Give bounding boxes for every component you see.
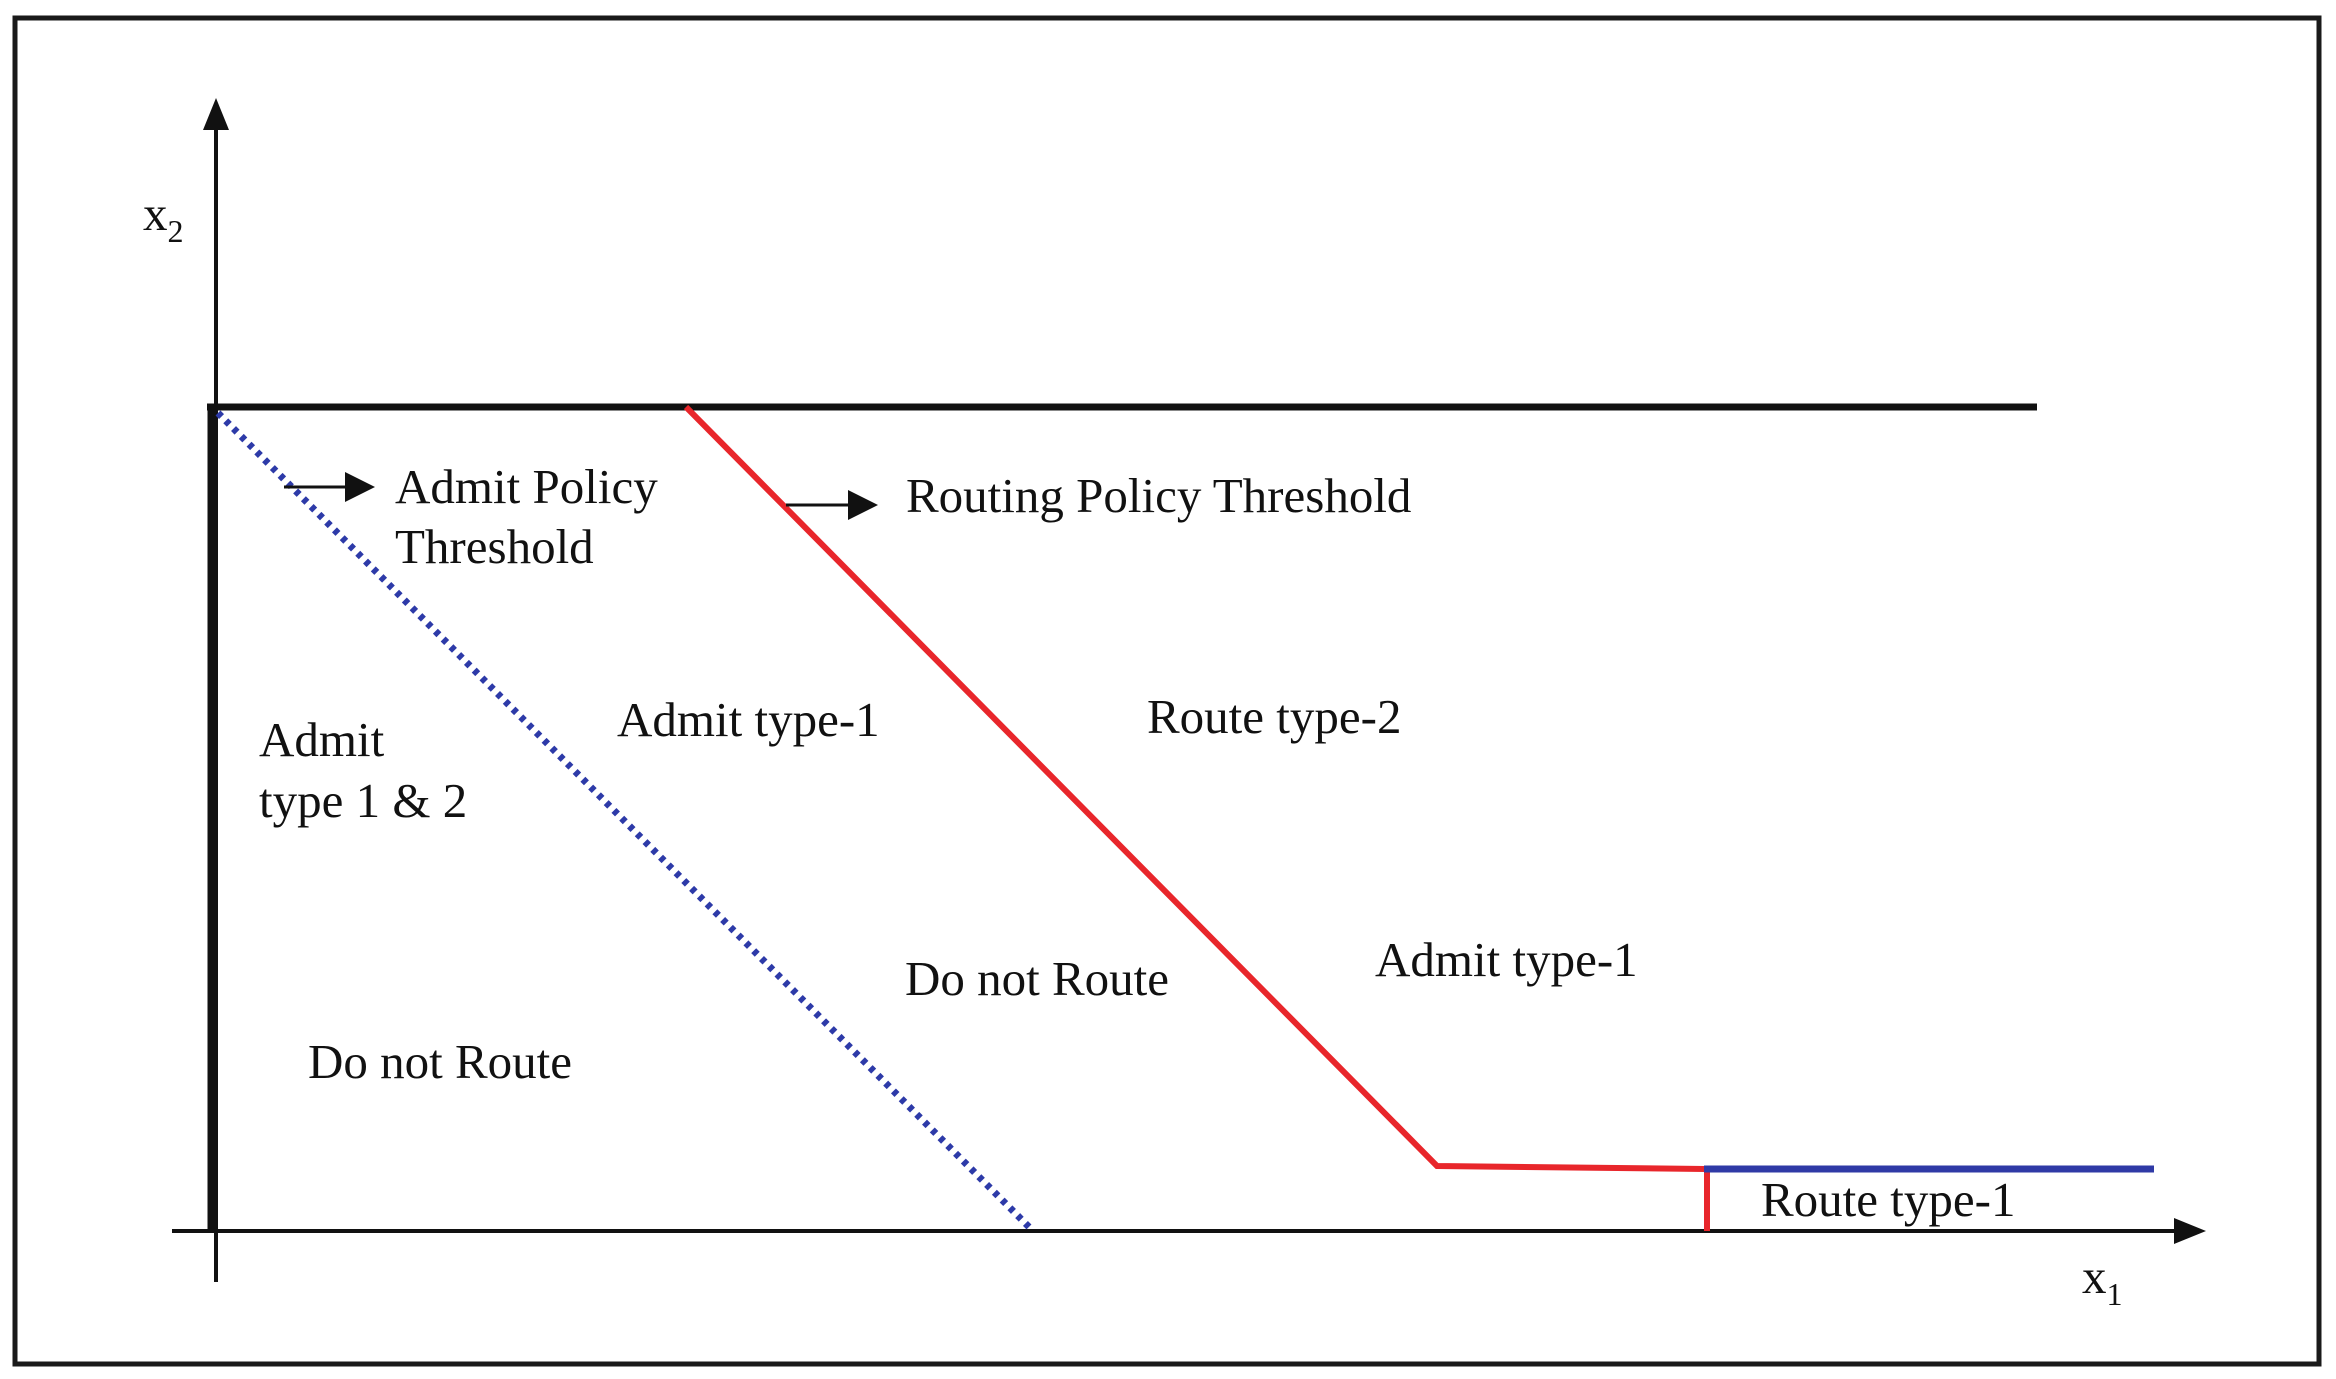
admit-policy-label-line2: Threshold [395, 519, 594, 574]
figure-frame [12, 15, 2322, 1367]
region-admit-type1-lower: Admit type-1 [1375, 932, 1638, 987]
x-axis-label: x1 [2082, 1249, 2123, 1312]
admit-policy-threshold-line [215, 410, 1033, 1231]
routing-policy-threshold-line [683, 404, 1706, 1172]
routing-policy-label: Routing Policy Threshold [906, 468, 1411, 523]
admit-policy-label-line1: Admit Policy [395, 459, 658, 514]
region-route-type2: Route type-2 [1147, 689, 1401, 744]
region-admit-both-line2: type 1 & 2 [259, 773, 467, 828]
y-axis-label: x2 [143, 186, 184, 249]
region-do-not-route-middle: Do not Route [905, 951, 1169, 1006]
x-axis-arrowhead [2174, 1218, 2206, 1244]
region-admit-type1-upper: Admit type-1 [617, 692, 880, 747]
region-admit-both-line1: Admit [259, 712, 385, 767]
region-route-type1: Route type-1 [1761, 1172, 2015, 1227]
y-axis-arrowhead [203, 98, 229, 130]
region-do-not-route-left: Do not Route [308, 1034, 572, 1089]
